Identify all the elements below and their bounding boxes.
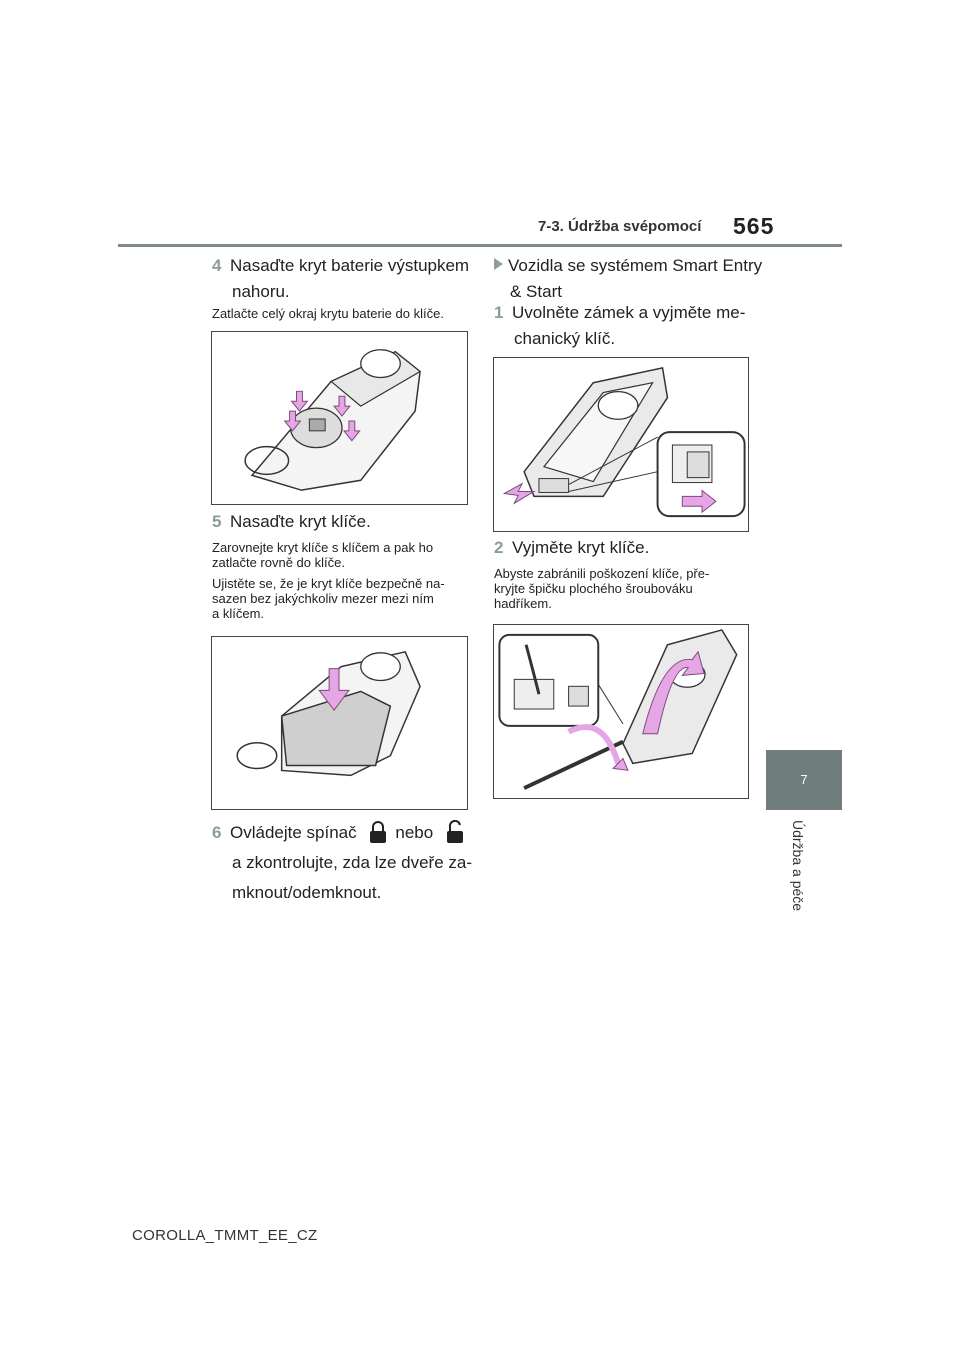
figure-key-cover (211, 636, 468, 810)
note-4: Zatlačte celý okraj krytu baterie do klí… (212, 306, 444, 321)
figure-battery-cover (211, 331, 468, 505)
chapter-tab: 7 (766, 750, 842, 810)
note-2: Abyste zabránili poškození klíče, pře- k… (494, 566, 710, 611)
note-5b: Ujistěte se, že je kryt klíče bezpečně n… (212, 576, 445, 621)
unlock-icon (444, 819, 466, 844)
arrow-bullet-icon (494, 258, 503, 270)
figure-remove-cover (493, 624, 749, 799)
document-id: COROLLA_TMMT_EE_CZ (132, 1227, 318, 1244)
header-rule (118, 244, 842, 247)
chapter-label: Údržba a péče (790, 820, 806, 912)
lock-icon (367, 820, 389, 844)
page-number: 565 (733, 213, 775, 239)
note-5a: Zarovnejte kryt klíče s klíčem a pak ho … (212, 540, 434, 570)
figure-mechanical-key (493, 357, 749, 532)
right-heading: Vozidla se systémem Smart Entry & Start (494, 253, 764, 305)
section-title: 7-3. Údržba svépomocí (538, 218, 702, 235)
